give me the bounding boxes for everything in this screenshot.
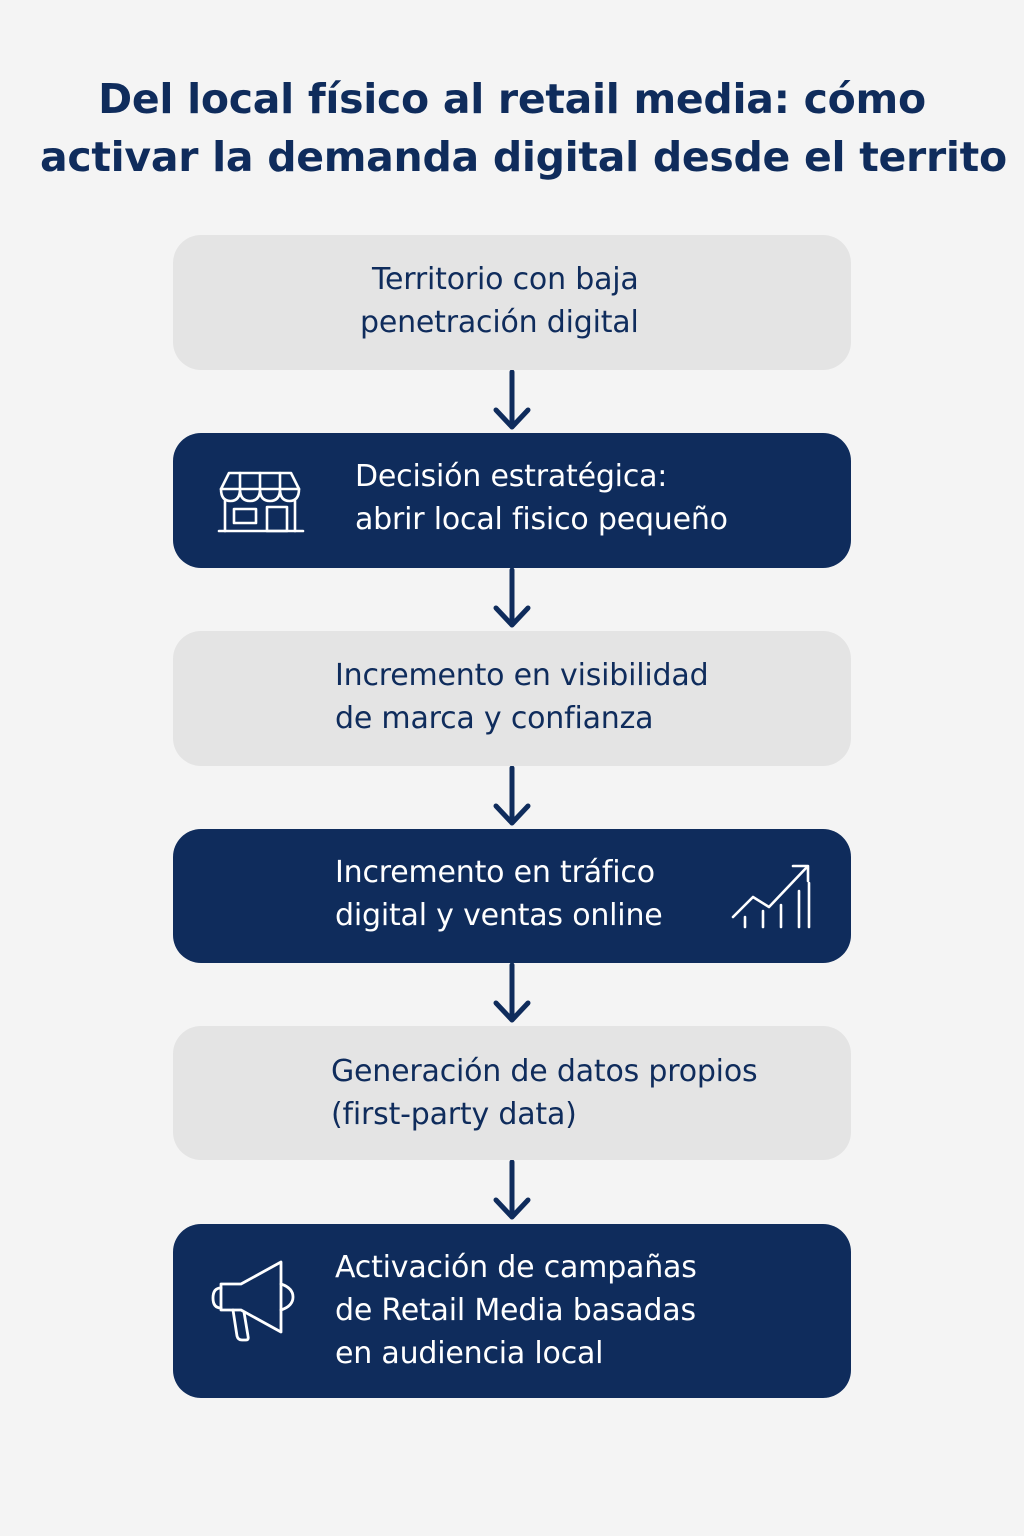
step-line: en audiencia local [335, 1336, 604, 1371]
flow-step-brand-visibility: Incremento en visibilidad de marca y con… [173, 631, 851, 766]
step-text: Incremento en tráfico digital y ventas o… [335, 851, 663, 937]
step-text: Territorio con baja penetración digital [360, 258, 639, 344]
step-text: Activación de campañas de Retail Media b… [335, 1246, 697, 1375]
flow-step-territory: Territorio con baja penetración digital [173, 235, 851, 370]
arrow-down-icon [493, 766, 531, 826]
arrow-down-icon [493, 370, 531, 430]
step-line: abrir local fisico pequeño [355, 502, 728, 537]
step-line: (first-party data) [331, 1097, 577, 1132]
step-text: Decisión estratégica: abrir local fisico… [355, 455, 728, 541]
step-line: de marca y confianza [335, 701, 654, 736]
step-line: Incremento en tráfico [335, 855, 655, 890]
page-title: Del local físico al retail media: cómo a… [40, 70, 1007, 186]
title-line-1: Del local físico al retail media: cómo [98, 75, 926, 123]
step-line: digital y ventas online [335, 898, 663, 933]
flow-step-strategic-decision: Decisión estratégica: abrir local fisico… [173, 433, 851, 568]
step-line: Territorio con baja [372, 262, 639, 297]
step-line: Decisión estratégica: [355, 459, 668, 494]
flow-step-retail-media-activation: Activación de campañas de Retail Media b… [173, 1224, 851, 1398]
storefront-icon [217, 471, 305, 533]
growth-chart-icon [731, 864, 811, 929]
megaphone-icon [211, 1260, 295, 1342]
title-line-2: activar la demanda digital desde el terr… [40, 133, 1007, 181]
step-line: Generación de datos propios [331, 1054, 758, 1089]
step-line: Incremento en visibilidad [335, 658, 709, 693]
arrow-down-icon [493, 568, 531, 628]
step-text: Incremento en visibilidad de marca y con… [335, 654, 709, 740]
flow-step-first-party-data: Generación de datos propios (first-party… [173, 1026, 851, 1160]
step-line: penetración digital [360, 305, 639, 340]
step-line: de Retail Media basadas [335, 1293, 696, 1328]
step-text: Generación de datos propios (first-party… [331, 1050, 758, 1136]
flow-step-digital-traffic: Incremento en tráfico digital y ventas o… [173, 829, 851, 963]
arrow-down-icon [493, 1160, 531, 1220]
arrow-down-icon [493, 963, 531, 1023]
step-line: Activación de campañas [335, 1250, 697, 1285]
